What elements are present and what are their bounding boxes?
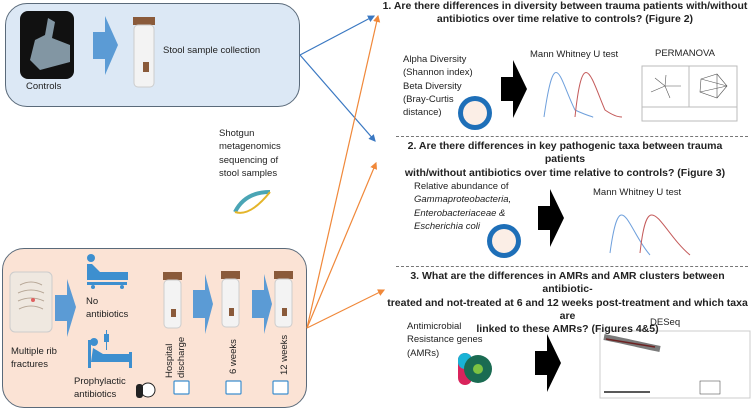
- patients-panel: [2, 248, 307, 408]
- input-line: Antimicrobial: [407, 321, 462, 332]
- input-line: (Bray-Curtis: [403, 93, 454, 105]
- method-deseq: DESeq: [650, 317, 681, 328]
- condition-line: fractures: [11, 359, 48, 371]
- title-line: 3. What are the differences in AMRs and …: [410, 270, 725, 296]
- sequencing-line: metagenomics: [219, 141, 281, 153]
- blue-connector-arrows: [299, 15, 376, 142]
- title-line: linked to these AMRs? (Figures 4&5): [476, 323, 659, 336]
- ribcage-icon: [9, 271, 53, 333]
- input-line: Resistance genes: [407, 334, 483, 346]
- sequencing-line: stool samples: [219, 167, 278, 179]
- divider: [396, 266, 748, 267]
- condition-line: Multiple rib: [11, 346, 57, 357]
- taxon-name: Escherichia coli: [414, 220, 480, 232]
- timepoint-line: Hospital: [164, 343, 175, 378]
- block-arrows-black: [501, 60, 564, 392]
- title-line: with/without antibiotics over time relat…: [404, 166, 726, 179]
- input-line: (AMRs): [407, 347, 440, 359]
- question-1-title: 1. Are there differences in diversity be…: [380, 0, 750, 27]
- patient-iv-icon: [88, 330, 132, 368]
- timepoint-6-weeks: 6 weeks: [228, 339, 239, 374]
- title-line: 1. Are there differences in diversity be…: [382, 0, 748, 12]
- microbiome-icon: [458, 96, 521, 258]
- input-line: Relative abundance of: [414, 181, 509, 192]
- input-line: Alpha Diversity: [403, 54, 467, 65]
- permanova-figure: [641, 65, 738, 122]
- xray-hand-icon: [20, 11, 74, 79]
- stool-collection-label: Stool sample collection: [163, 45, 261, 56]
- input-line: (Shannon index): [403, 67, 473, 79]
- amr-drug-icon: [458, 353, 492, 385]
- prophylactic-antibiotics-label: Prophylactic antibiotics: [74, 375, 126, 402]
- input-line: Beta Diversity: [403, 80, 462, 92]
- sequencing-line: sequencing of: [219, 154, 279, 166]
- method-permanova: PERMANOVA: [655, 48, 716, 59]
- calendar-icons: [173, 380, 289, 395]
- timepoint-12-weeks: 12 weeks: [279, 334, 290, 375]
- dna-icon: [233, 190, 271, 214]
- controls-label: Controls: [26, 81, 62, 92]
- block-arrows: [55, 16, 272, 337]
- title-line: 2. Are there differences in key pathogen…: [407, 140, 723, 166]
- method-mann-whitney: Mann Whitney U test: [593, 187, 682, 198]
- divider: [396, 136, 748, 137]
- question-2-inputs: Relative abundance of Gammaproteobacteria…: [414, 180, 511, 233]
- input-line: distance): [403, 107, 442, 119]
- group-line: Prophylactic: [74, 376, 126, 387]
- group-line: No: [86, 296, 99, 307]
- title-line: antibiotics over time relative to contro…: [436, 13, 694, 26]
- sequencing-label: Shotgun metagenomics sequencing of stool…: [219, 127, 281, 180]
- group-line: antibiotics: [74, 389, 117, 401]
- taxon-name: Gammaproteobacteria,: [414, 194, 512, 206]
- condition-label: Multiple rib fractures: [11, 345, 57, 372]
- no-antibiotics-label: No antibiotics: [86, 295, 128, 322]
- stool-tube-icons: [133, 17, 293, 329]
- antibiotic-pill-icon: [136, 382, 156, 398]
- question-2-title: 2. Are there differences in key pathogen…: [395, 140, 735, 180]
- question-1-inputs: Alpha Diversity (Shannon index)Beta Diver…: [403, 53, 473, 119]
- title-line: treated and not-treated at 6 and 12 week…: [387, 296, 748, 322]
- sequencing-line: Shotgun: [219, 128, 255, 139]
- deseq-plot: [599, 330, 751, 399]
- question-3-title: 3. What are the differences in AMRs and …: [385, 270, 750, 336]
- orange-connector-arrows: [306, 14, 386, 329]
- method-mann-whitney: Mann Whitney U test: [530, 49, 619, 60]
- distribution-curves: [543, 72, 691, 256]
- timepoint-line: discharge: [176, 336, 187, 378]
- taxon-name: Enterobacteriaceae &: [414, 207, 506, 219]
- group-line: antibiotics: [86, 309, 129, 321]
- patient-bed-icon: [87, 254, 128, 289]
